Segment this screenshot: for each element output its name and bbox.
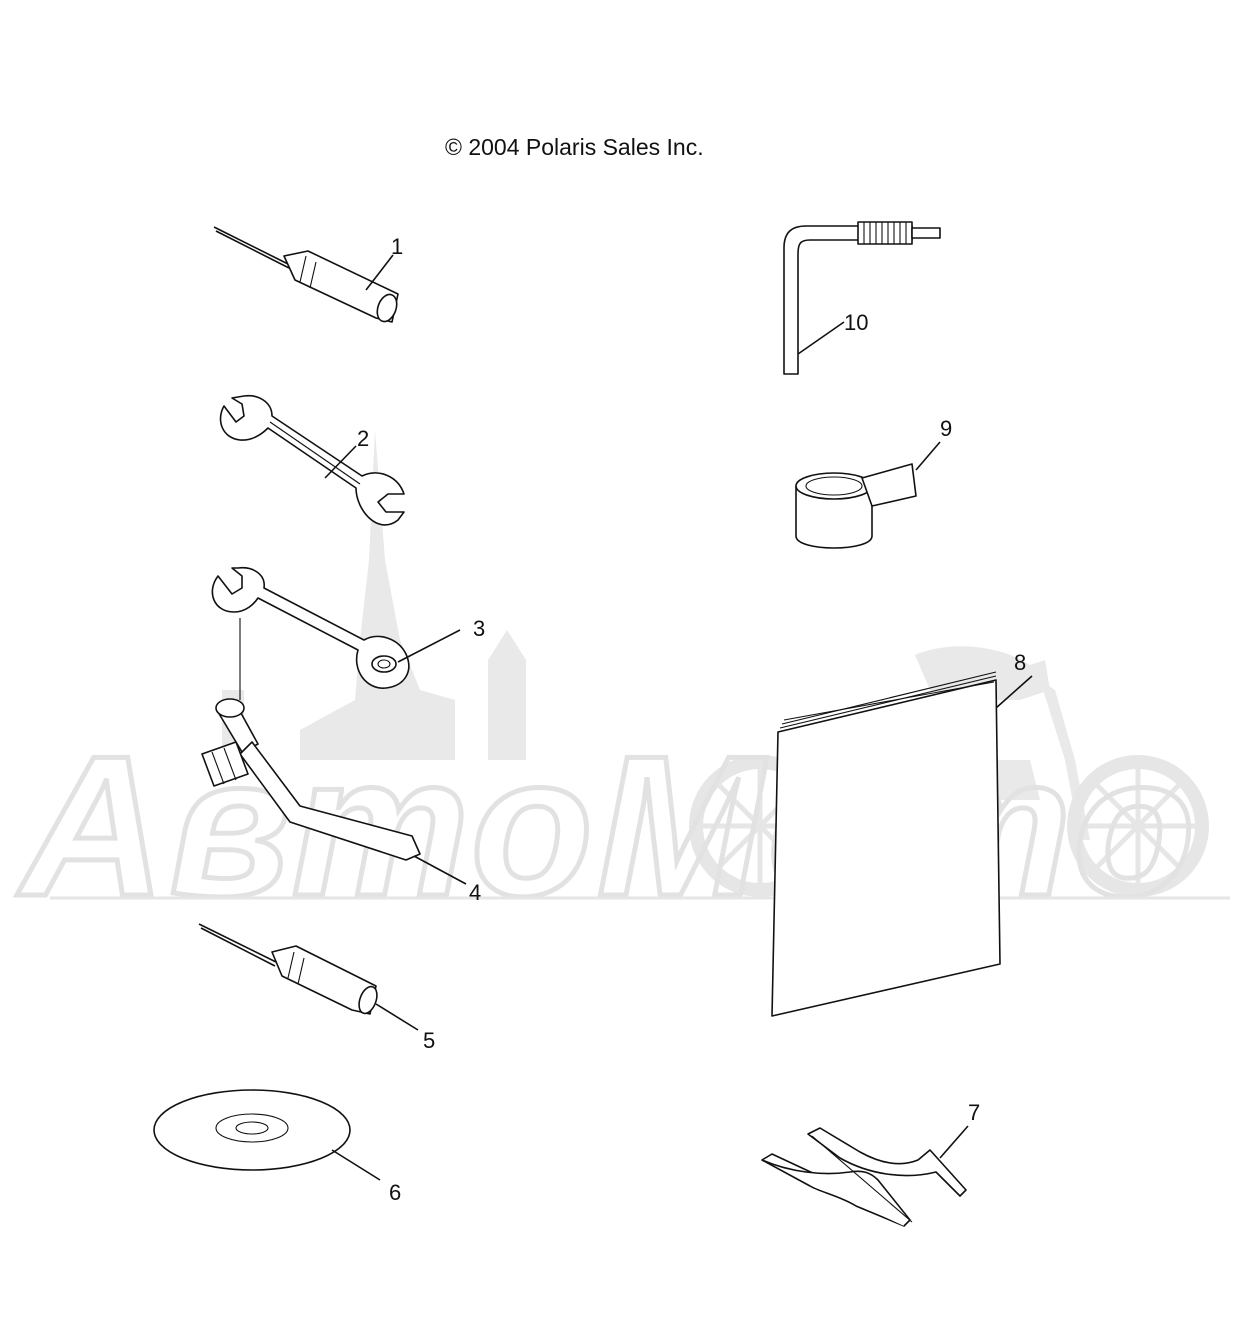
callout-5: 5: [423, 1028, 435, 1053]
callout-7: 7: [968, 1100, 980, 1125]
callout-10: 10: [844, 310, 868, 335]
wrench-part-3: [211, 566, 461, 700]
disc-part-6: [153, 1089, 381, 1181]
callout-1: 1: [391, 234, 403, 259]
watermark-text: АвтоМото: [16, 715, 1199, 938]
screwdriver-part-1: [213, 226, 399, 323]
socket-part-4: [201, 698, 467, 885]
manual-part-8: [771, 671, 1033, 1017]
screwdriver-part-5: [198, 923, 419, 1031]
callout-4: 4: [469, 880, 481, 905]
callout-9: 9: [940, 416, 952, 441]
hexkey-part-10: [783, 221, 941, 375]
callout-6: 6: [389, 1180, 401, 1205]
callout-8: 8: [1014, 650, 1026, 675]
copyright-notice: © 2004 Polaris Sales Inc.: [445, 134, 704, 160]
wrench-part-2: [219, 394, 405, 526]
callout-2: 2: [357, 426, 369, 451]
watermark-logo: АвтоМото: [13, 430, 1230, 941]
callout-labels: 1 2 3 4 5 6 7 8 9 10: [357, 234, 1026, 1205]
callout-3: 3: [473, 616, 485, 641]
spanner-part-7: [761, 1125, 969, 1227]
tape-part-9: [795, 441, 941, 549]
